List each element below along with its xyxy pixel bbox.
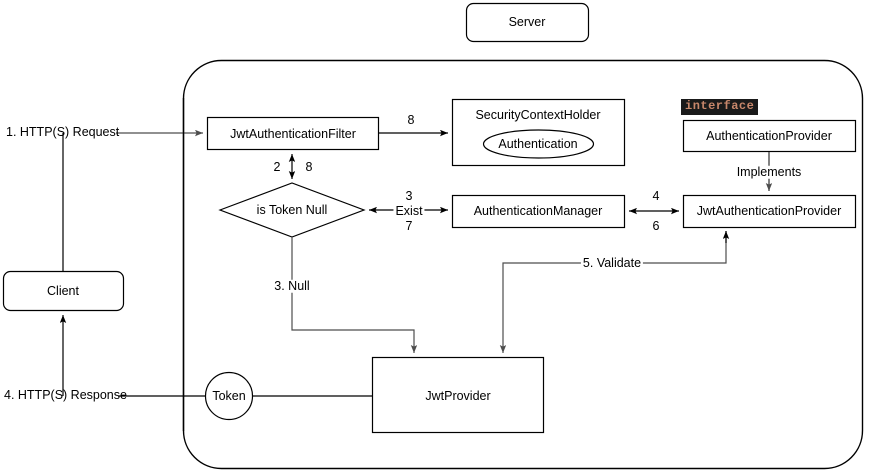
edge-label-validate: 5. Validate — [580, 255, 644, 270]
interface-stereotype-tag: interface — [681, 99, 759, 116]
edge-label-http-request: 1. HTTP(S) Request — [6, 125, 120, 139]
authentication-manager-label: AuthenticationManager — [473, 203, 603, 218]
edge-label-exist: Exist — [393, 203, 425, 218]
jwt-authentication-filter-label: JwtAuthenticationFilter — [230, 126, 356, 141]
edge-label-4: 4 — [650, 188, 662, 203]
edge-null-path — [291, 237, 418, 353]
token-circle — [204, 371, 254, 421]
authentication-manager-box — [451, 194, 626, 229]
is-token-null-diamond — [218, 182, 366, 238]
jwt-provider-box — [371, 356, 545, 434]
client-box — [2, 270, 125, 312]
jwt-authentication-filter-box — [206, 116, 380, 151]
client-label: Client — [47, 283, 79, 298]
edge-label-7: 7 — [403, 218, 415, 233]
authentication-provider-label: AuthenticationProvider — [706, 128, 832, 143]
jwt-provider-label: JwtProvider — [425, 388, 491, 403]
edge-label-2: 2 — [271, 159, 283, 174]
edge-validate — [499, 231, 727, 353]
token-label: Token — [212, 388, 246, 403]
edge-label-3: 3 — [403, 188, 415, 203]
edge-label-6: 6 — [650, 218, 662, 233]
jwt-authentication-provider-label: JwtAuthenticationProvider — [696, 203, 842, 218]
edge-label-null: 3. Null — [272, 278, 312, 293]
authentication-label: Authentication — [498, 136, 578, 151]
jwt-authentication-provider-box — [682, 194, 857, 229]
edge-label-implements: Implements — [734, 164, 804, 179]
security-context-holder-label: SecurityContextHolder — [475, 107, 601, 122]
authentication-provider-box — [682, 119, 857, 153]
server-title-box — [465, 2, 590, 43]
edge-label-filter-to-security-context-holder: 8 — [405, 112, 417, 127]
server-title-label: Server — [508, 14, 546, 29]
edge-label-8-return: 8 — [303, 159, 315, 174]
authentication-ellipse — [482, 129, 595, 159]
edge-label-http-response: 4. HTTP(S) Response — [4, 388, 127, 402]
is-token-null-label: is Token Null — [256, 202, 328, 217]
